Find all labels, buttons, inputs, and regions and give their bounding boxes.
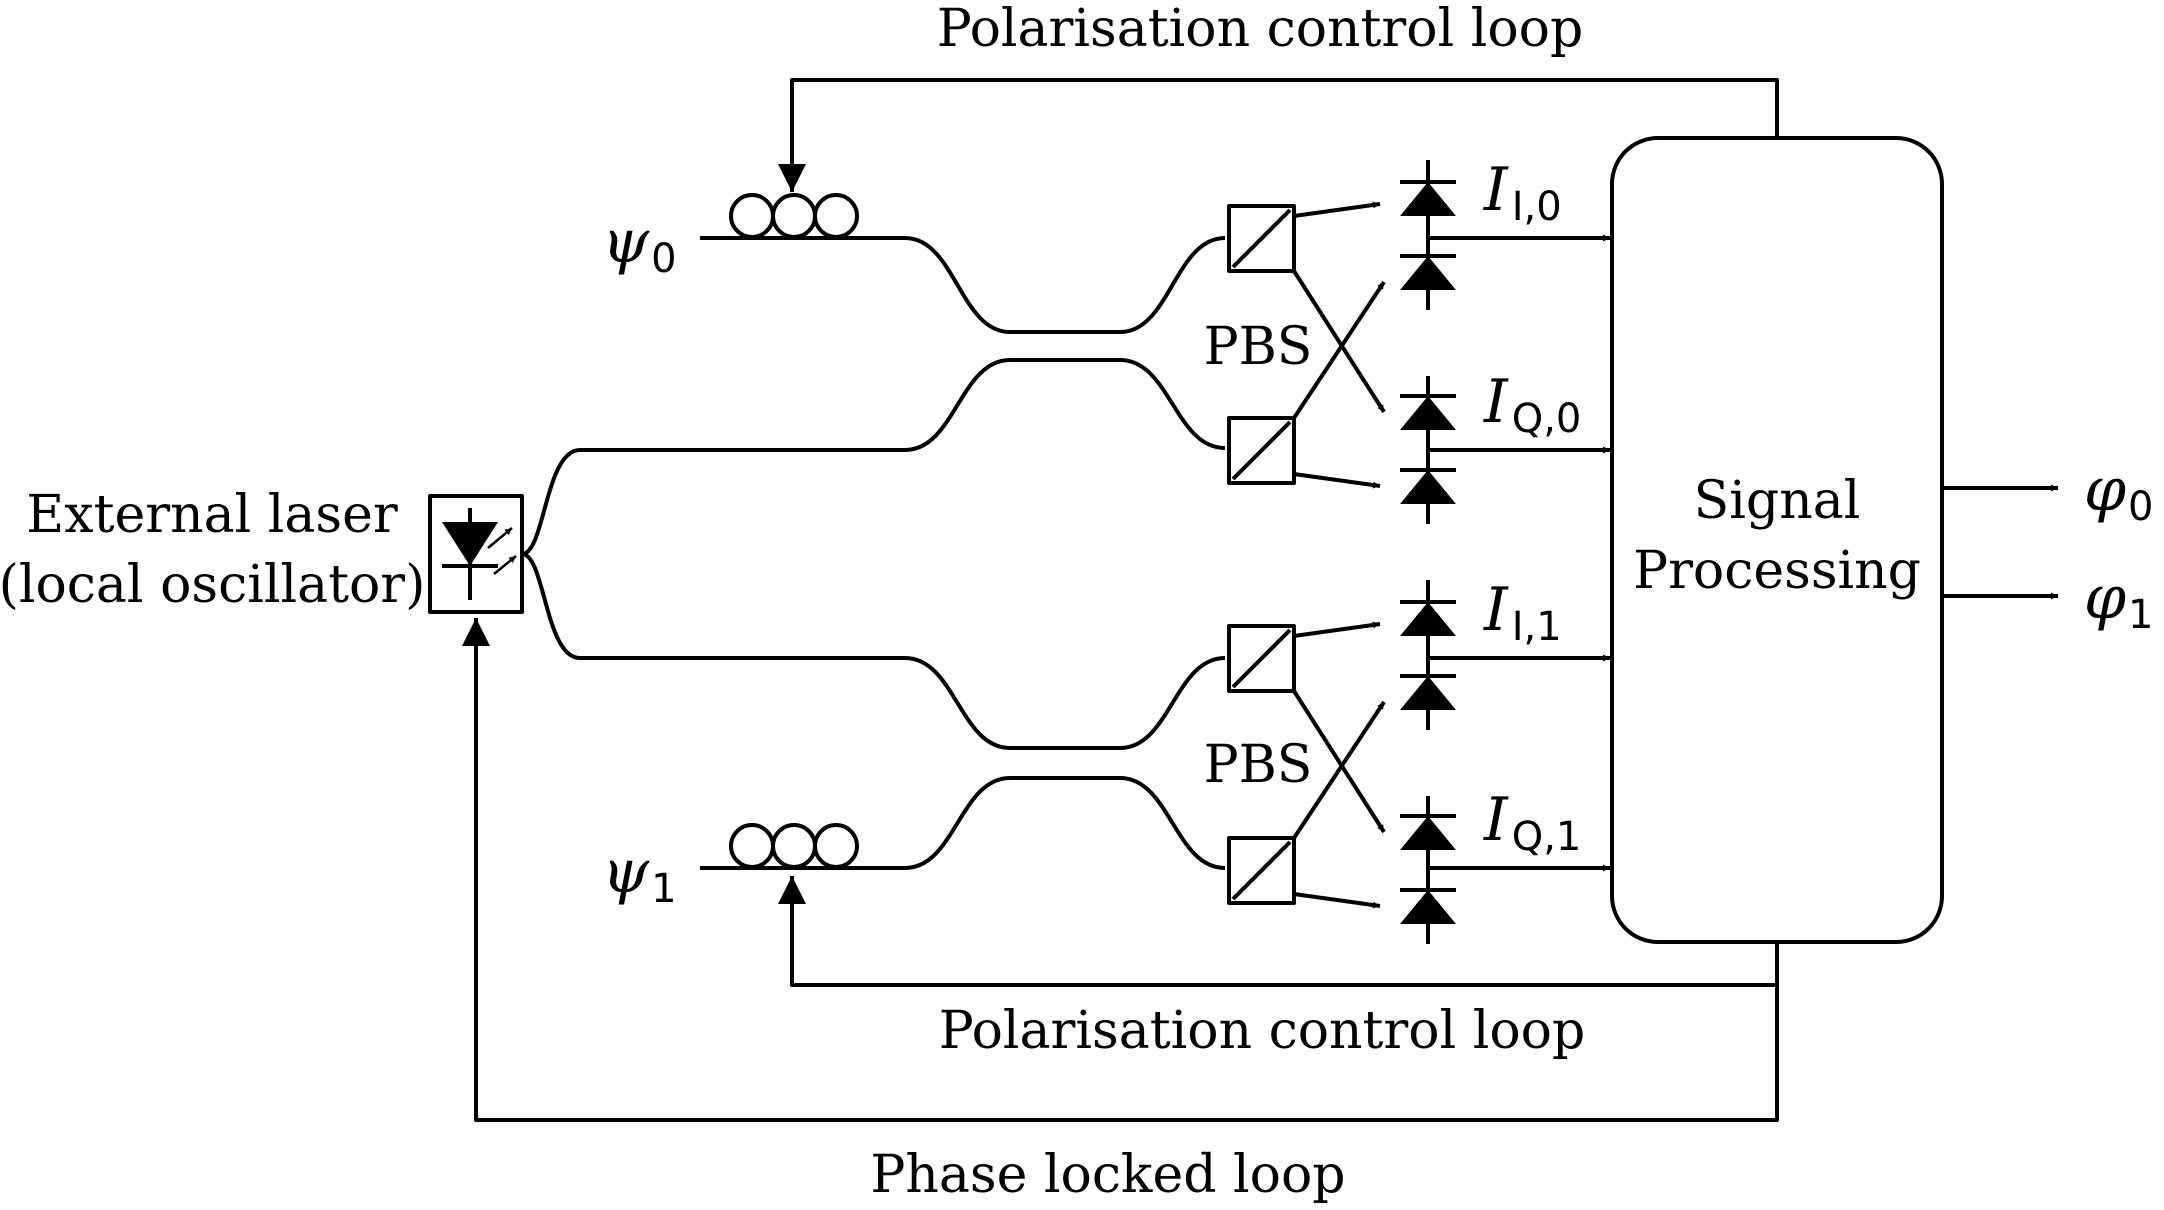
pbs-bottom-label: PBS [1204,735,1313,795]
signal-processing-label-line2: Processing [1633,541,1921,601]
output-phi-0: φ0 [2084,455,2153,530]
signal-processing-label-line1: Signal [1694,471,1861,531]
pbs-top-group [1227,204,1296,485]
laser-diode-icon [428,494,524,614]
laser-label-line2: (local oscillator) [0,555,425,615]
polarisation-controller-1-icon [729,823,859,869]
top-polarisation-control-loop [778,78,1779,192]
output-phi-1: φ1 [2084,563,2153,638]
laser-label-line1: External laser [26,485,398,545]
top-loop-label: Polarisation control loop [937,0,1584,59]
pbs-outputs [1292,201,1386,909]
balanced-detector-i0-icon [1400,160,1456,310]
input-psi-1: ψ1 [602,837,677,912]
phase-locked-loop [462,618,1779,1122]
pll-label: Phase locked loop [870,1145,1345,1205]
polarisation-controller-0-icon [729,193,859,239]
balanced-detector-i1-icon [1400,580,1456,730]
pbs-top-label: PBS [1204,317,1313,377]
pbs-bottom-group [1227,624,1296,905]
input-psi-0: ψ0 [602,207,677,282]
detector-outputs [1428,234,1610,872]
signal-processing-block [1610,136,1944,944]
bottom-loop-label: Polarisation control loop [939,1001,1586,1061]
fibre-network [521,236,1226,870]
